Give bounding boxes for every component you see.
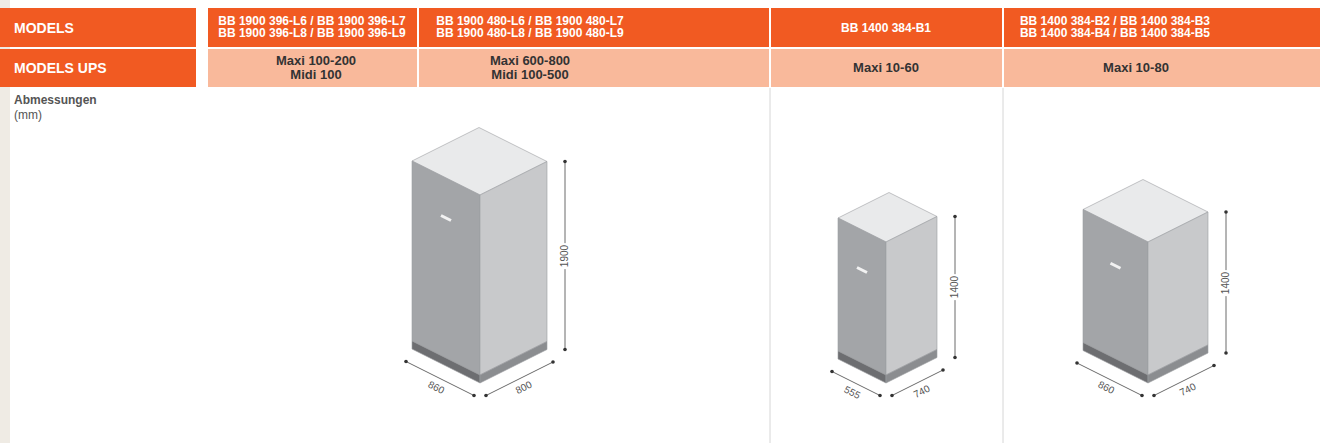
cabinet-front [838, 218, 886, 375]
row-header: MODELS UPS [14, 61, 107, 76]
dimension-value: 1900 [560, 242, 571, 268]
column-separator [769, 8, 771, 87]
dimension-value: 740 [910, 382, 933, 401]
cabinet [404, 128, 567, 398]
ups-model: Maxi 10-60 [839, 61, 934, 75]
ups-model: Maxi 600-800 Midi 100-500 [483, 54, 578, 81]
dimension-value: 1400 [950, 274, 961, 300]
dimension-dot [472, 394, 476, 398]
cabinet-handle [857, 268, 867, 273]
dimension-dot [878, 394, 882, 398]
ups-model: Maxi 100-200 Midi 100 [269, 54, 364, 81]
dimension-dot [953, 356, 957, 360]
cabinet-front [412, 161, 480, 375]
dimension-value: 800 [512, 378, 535, 397]
dimension-dot [1212, 364, 1216, 368]
dimension-dot [830, 370, 834, 374]
cabinet [1075, 180, 1228, 398]
dimension-dot [1224, 210, 1228, 214]
dimension-value: 860 [424, 378, 447, 397]
column-rule [1003, 88, 1004, 443]
model-name: BB 1900 396-L6 / BB 1900 396-L7 BB 1900 … [212, 15, 412, 40]
dimension-dot [563, 160, 567, 164]
row-header: MODELS [14, 20, 74, 35]
dimension-dot [551, 360, 555, 364]
dimension-value: 860 [1094, 379, 1117, 398]
row-header: Abmessungen [14, 94, 97, 107]
dimension-value: 1400 [1221, 269, 1232, 295]
dimension-dot [1075, 361, 1079, 365]
cabinet-plinth [886, 350, 937, 384]
dimension-dot [941, 368, 945, 372]
header-row [208, 8, 1320, 47]
dimension-value: 740 [1176, 380, 1199, 399]
cabinet-handle [441, 216, 451, 221]
dimension-dot [953, 215, 957, 219]
cabinet-side [480, 162, 547, 376]
dimension-value: 555 [840, 383, 863, 402]
column-separator [417, 8, 419, 87]
header-cell [0, 8, 196, 47]
model-name: BB 1400 384-B1 [786, 21, 986, 34]
cabinet-plinth [1083, 343, 1148, 384]
cabinet [830, 193, 957, 398]
cabinet-side [886, 217, 937, 376]
model-name: BB 1900 480-L6 / BB 1900 480-L7 BB 1900 … [430, 15, 630, 40]
ups-model: Maxi 10-80 [1089, 61, 1184, 75]
dimension-dot [1152, 394, 1156, 398]
dimension-dot [404, 360, 408, 364]
dimension-dot [890, 394, 894, 398]
header-cell [0, 49, 196, 87]
dimension-dot [563, 348, 567, 352]
dimension-dot [1140, 394, 1144, 398]
column-separator [1002, 8, 1004, 87]
column-rule [770, 88, 771, 443]
cabinet-plinth [412, 341, 480, 383]
model-name: BB 1400 384-B2 / BB 1400 384-B3 BB 1400 … [1015, 15, 1215, 40]
ups-row [208, 49, 1320, 87]
cabinet-plinth [1148, 345, 1208, 383]
dimension-dot [1224, 351, 1228, 355]
dimension-dot [484, 394, 488, 398]
cabinet-handle [1111, 263, 1121, 268]
unit-note: (mm) [14, 109, 42, 122]
cabinet-plinth [480, 342, 547, 384]
